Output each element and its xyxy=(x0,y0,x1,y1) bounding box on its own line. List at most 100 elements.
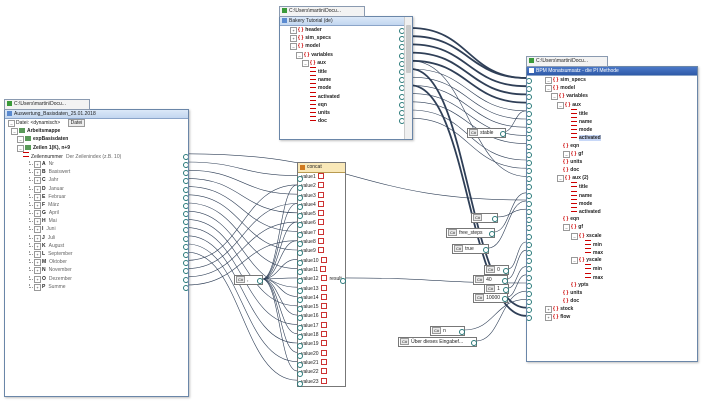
left-tree-row[interactable]: –Arbeitsmappe xyxy=(5,127,188,136)
input-pin[interactable] xyxy=(297,203,303,210)
mapping-wire[interactable] xyxy=(410,59,527,104)
expand-toggle[interactable]: + xyxy=(34,275,41,283)
remove-arg-icon[interactable] xyxy=(317,228,324,235)
right-tree-row[interactable]: mode xyxy=(527,125,697,134)
mapping-wire[interactable] xyxy=(186,240,298,286)
input-pin[interactable] xyxy=(297,213,303,220)
left-tree-row[interactable]: –Zeilen 1(K), n+9 xyxy=(5,144,188,152)
input-pin[interactable] xyxy=(297,371,303,378)
right-tree-row[interactable]: min xyxy=(527,239,697,248)
top-tree-row[interactable]: +{ }sim_specs xyxy=(280,34,412,43)
mapping-wire[interactable] xyxy=(507,241,527,270)
mapping-wire[interactable] xyxy=(261,221,298,280)
input-pin[interactable] xyxy=(527,315,532,322)
input-pin[interactable] xyxy=(297,315,303,322)
remove-arg-icon[interactable] xyxy=(317,219,324,226)
mapping-wire[interactable] xyxy=(506,274,527,298)
remove-arg-icon[interactable] xyxy=(320,265,327,272)
right-tree-row[interactable]: –{ }variables xyxy=(527,92,697,101)
top-component-title[interactable]: Bakery Tutorial (de) xyxy=(280,17,412,26)
mapping-wire[interactable] xyxy=(410,84,527,317)
right-component-title[interactable]: BPM Monatsumsatz - die PI Methode xyxy=(527,67,697,76)
top-tree-row[interactable]: units xyxy=(280,107,412,116)
right-tree-row[interactable]: name xyxy=(527,116,697,125)
concat-arg[interactable]: value20 xyxy=(297,349,345,359)
mapping-wire[interactable] xyxy=(261,277,298,280)
constant-box[interactable]: C#Über dieses Eingabef... xyxy=(398,337,477,347)
input-pin[interactable] xyxy=(297,306,303,313)
mapping-wire[interactable] xyxy=(493,192,527,233)
input-pin[interactable] xyxy=(297,324,303,331)
mapping-wire[interactable] xyxy=(487,200,527,249)
right-tree-row[interactable]: { }doc xyxy=(527,297,697,306)
concat-arg[interactable]: value10 xyxy=(297,256,345,266)
right-tree-row[interactable]: { }eqn xyxy=(527,142,697,150)
input-pin[interactable] xyxy=(297,343,303,350)
expand-toggle[interactable]: + xyxy=(34,210,41,218)
top-tree-row[interactable]: –{ }aux xyxy=(280,59,412,67)
output-pin[interactable] xyxy=(183,211,188,218)
expand-toggle[interactable]: + xyxy=(545,314,552,322)
mapping-wire[interactable] xyxy=(186,243,298,362)
input-pin[interactable] xyxy=(297,287,303,294)
expand-toggle[interactable]: + xyxy=(34,169,41,177)
input-pin[interactable] xyxy=(297,278,303,285)
output-pin[interactable] xyxy=(459,329,465,335)
top-path-bar[interactable]: C:\Users\martin\Docu... xyxy=(279,6,365,17)
output-pin[interactable] xyxy=(183,227,188,234)
mapping-wire[interactable] xyxy=(261,240,298,280)
remove-arg-icon[interactable] xyxy=(320,340,327,347)
input-pin[interactable] xyxy=(527,258,532,265)
expand-toggle[interactable]: + xyxy=(34,267,41,275)
concat-arg[interactable]: value3 xyxy=(297,191,345,201)
mapping-wire[interactable] xyxy=(261,278,298,334)
concat-arg[interactable]: value8 xyxy=(297,238,345,248)
input-pin[interactable] xyxy=(527,86,532,93)
output-pin[interactable] xyxy=(183,252,188,258)
concat-arg[interactable]: value21 xyxy=(297,358,345,368)
input-pin[interactable] xyxy=(527,127,532,134)
xml-target-component[interactable]: BPM Monatsumsatz - die PI Methode –{ }si… xyxy=(526,66,698,362)
input-pin[interactable] xyxy=(297,259,303,266)
xml-source-component[interactable]: Bakery Tutorial (de) +{ }header+{ }sim_s… xyxy=(279,16,413,140)
concat-arg[interactable]: value15 xyxy=(297,303,345,313)
right-tree-row[interactable]: mode xyxy=(527,198,697,207)
expand-toggle[interactable]: + xyxy=(290,35,297,43)
mapping-wire[interactable] xyxy=(502,110,527,133)
top-tree-row[interactable]: –{ }model xyxy=(280,42,412,51)
output-pin[interactable] xyxy=(489,231,495,237)
remove-arg-icon[interactable] xyxy=(320,358,327,365)
concat-arg[interactable]: value7 xyxy=(297,228,345,238)
right-tree-row[interactable]: max xyxy=(527,272,697,281)
output-pin[interactable] xyxy=(502,296,508,302)
right-tree-row[interactable]: { }doc xyxy=(527,166,697,175)
output-pin[interactable] xyxy=(471,340,477,346)
input-pin[interactable] xyxy=(527,200,532,207)
expand-toggle[interactable]: + xyxy=(545,306,552,314)
expand-toggle[interactable]: – xyxy=(545,77,552,84)
remove-arg-icon[interactable] xyxy=(320,275,327,282)
remove-arg-icon[interactable] xyxy=(317,247,324,254)
input-pin[interactable] xyxy=(297,352,303,359)
input-pin[interactable] xyxy=(297,241,303,248)
output-pin[interactable] xyxy=(183,235,188,242)
expand-toggle[interactable]: – xyxy=(302,59,309,67)
output-pin[interactable] xyxy=(183,276,188,283)
mapping-wire[interactable] xyxy=(410,117,527,169)
expand-toggle[interactable]: + xyxy=(34,160,41,168)
input-pin[interactable] xyxy=(297,296,303,303)
concat-arg[interactable]: value6 xyxy=(297,219,345,229)
concat-arg[interactable]: value4 xyxy=(297,200,345,210)
concat-arg[interactable]: value13 xyxy=(297,284,345,294)
input-pin[interactable] xyxy=(527,209,532,215)
output-pin[interactable] xyxy=(183,170,188,177)
right-tree-row[interactable]: max xyxy=(527,247,697,256)
